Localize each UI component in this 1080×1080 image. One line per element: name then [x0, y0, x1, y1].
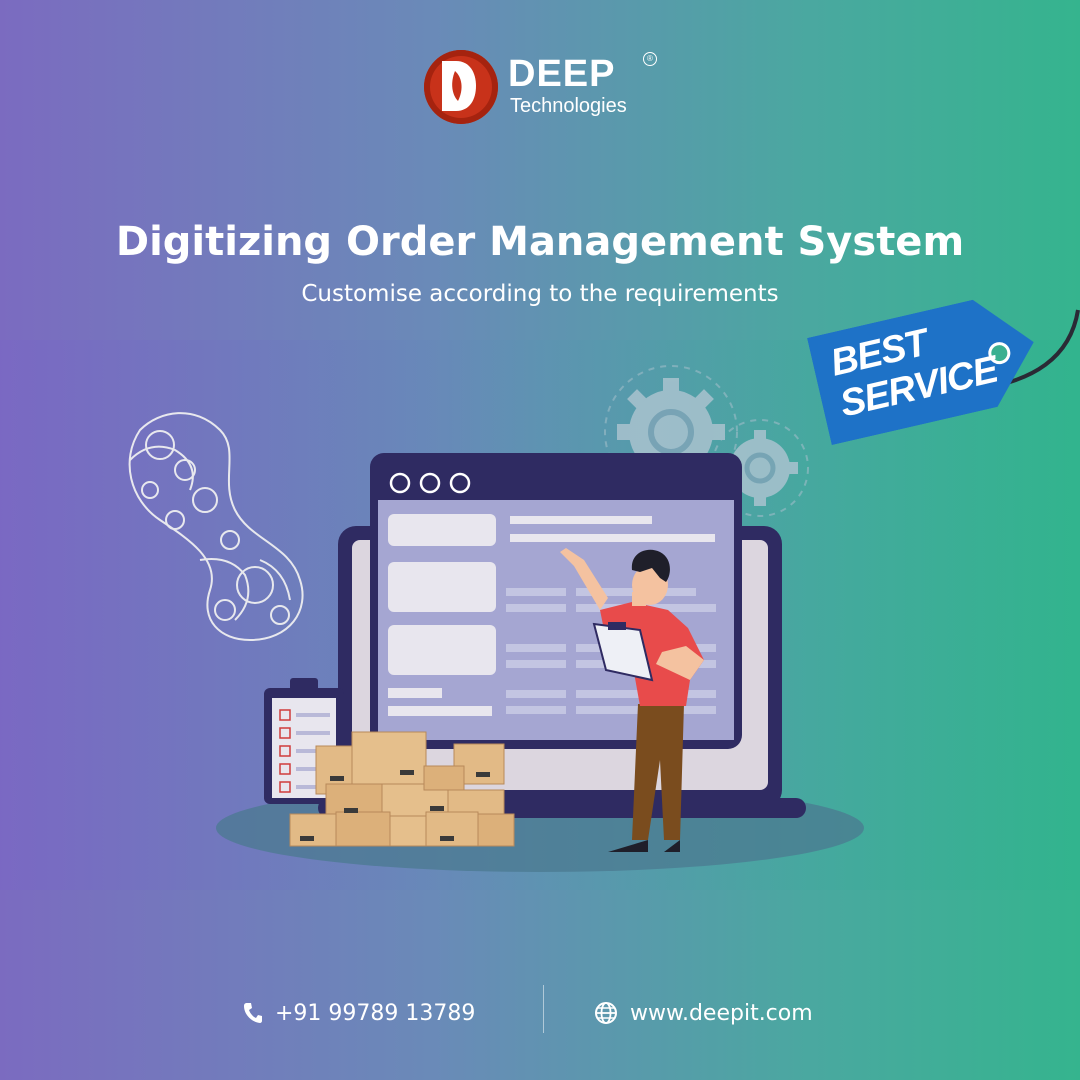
phone-icon: [244, 1003, 262, 1023]
brand-logo: DEEP ® Technologies: [424, 50, 664, 130]
headline: Digitizing Order Management System: [115, 219, 965, 265]
logo-mark: [424, 50, 498, 124]
browser-blocks: [388, 514, 715, 716]
website-link[interactable]: www.deepit.com: [594, 995, 813, 1031]
footer-divider: [543, 985, 544, 1033]
phone-contact[interactable]: +91 99789 13789: [243, 995, 475, 1031]
barcodes: [300, 770, 490, 841]
globe-icon: [595, 1002, 617, 1024]
phone-number: +91 99789 13789: [275, 1000, 476, 1026]
subheadline: Customise according to the requirements: [301, 281, 779, 307]
person-illustration: [560, 548, 704, 852]
lace-ornament-icon: [128, 412, 304, 642]
logo-subtitle: Technologies: [510, 95, 627, 117]
checkbox-icon: [279, 709, 291, 793]
illustration: [128, 309, 1080, 872]
logo-d-icon: [442, 61, 476, 111]
logo-name: DEEP: [508, 53, 616, 95]
website-url: www.deepit.com: [630, 1000, 813, 1026]
contact-footer: +91 99789 13789 www.deepit.com: [0, 985, 1080, 1041]
registered-mark: ®: [643, 52, 657, 66]
window-dot: [389, 472, 411, 494]
window-dot: [419, 472, 441, 494]
window-dot: [449, 472, 471, 494]
